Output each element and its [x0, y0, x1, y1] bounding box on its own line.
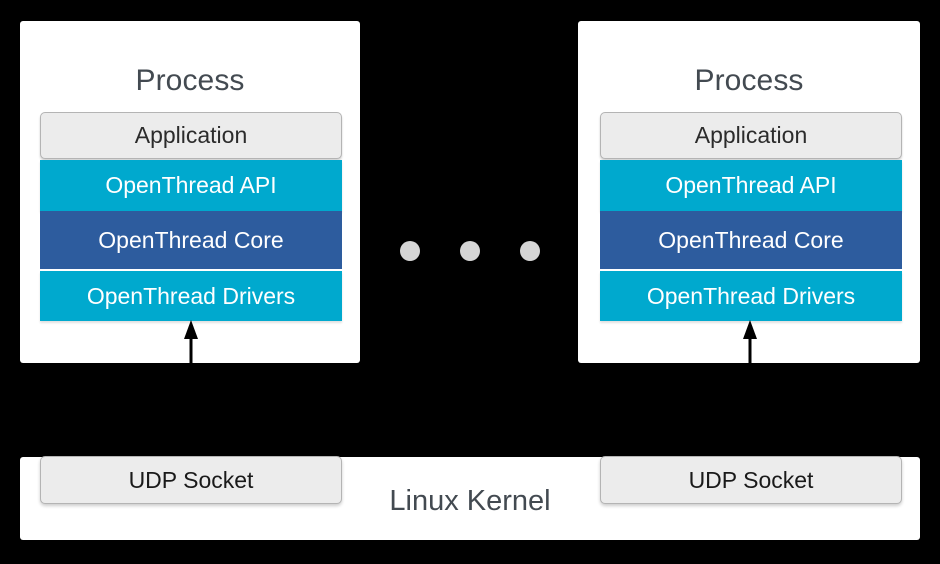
- layer-openthread-drivers-left: OpenThread Drivers: [40, 271, 342, 321]
- udp-socket-box-right: UDP Socket: [600, 456, 902, 504]
- layer-openthread-api-right: OpenThread API: [600, 160, 902, 211]
- layer-openthread-api-left: OpenThread API: [40, 160, 342, 211]
- layer-openthread-drivers-right: OpenThread Drivers: [600, 271, 902, 321]
- arrow-up-icon-left: [184, 320, 198, 365]
- layer-openthread-core-left: OpenThread Core: [40, 211, 342, 269]
- kernel-title: Linux Kernel: [389, 485, 551, 517]
- layer-openthread-core-right: OpenThread Core: [600, 211, 902, 269]
- ellipsis-dot-icon: [460, 241, 480, 261]
- process-title-left: Process: [135, 64, 245, 97]
- layer-application-left: Application: [40, 112, 342, 159]
- ellipsis-dot-icon: [400, 241, 420, 261]
- arrow-up-icon-right: [743, 320, 757, 365]
- ellipsis-dot-icon: [520, 241, 540, 261]
- udp-socket-box-left: UDP Socket: [40, 456, 342, 504]
- process-title-right: Process: [694, 64, 804, 97]
- layer-application-right: Application: [600, 112, 902, 159]
